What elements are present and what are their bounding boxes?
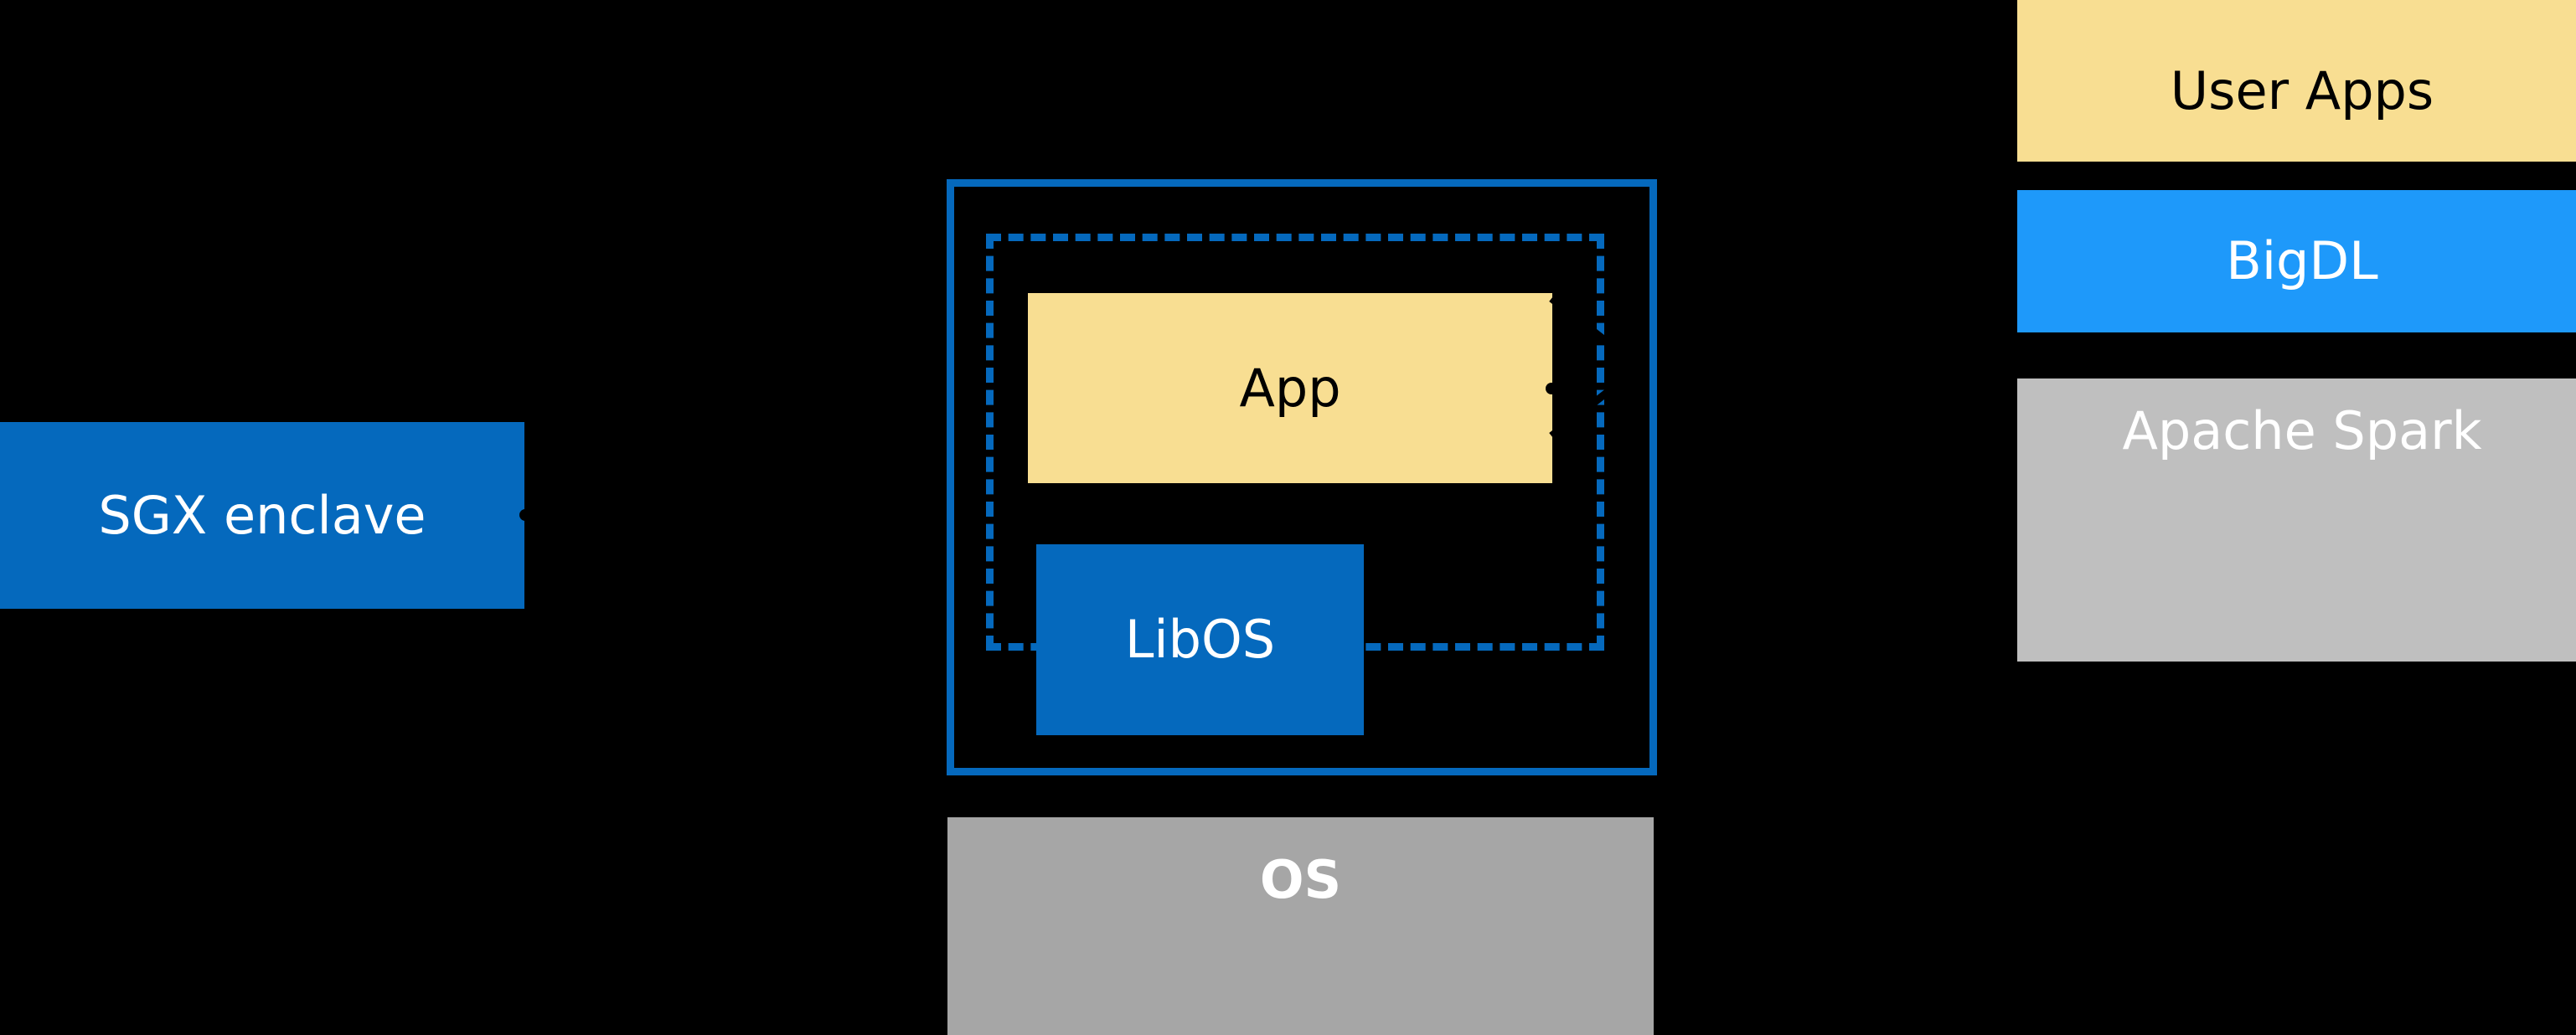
app-box[interactable]: App: [1028, 293, 1552, 483]
os-box[interactable]: OS: [947, 817, 1654, 1035]
libos-box[interactable]: LibOS: [1036, 544, 1364, 735]
user-apps-box[interactable]: User Apps: [2017, 0, 2576, 162]
bigdl-label: BigDL: [2226, 230, 2378, 292]
user-apps-label: User Apps: [2170, 59, 2434, 121]
sgx-enclave-connector-dot: [519, 509, 531, 521]
app-connector-dot: [1546, 383, 1557, 394]
bigdl-box[interactable]: BigDL: [2017, 190, 2576, 332]
os-label: OS: [1259, 849, 1342, 910]
apache-spark-label: Apache Spark: [2122, 400, 2482, 461]
enclave-outer-frame: [947, 179, 1657, 775]
libos-label: LibOS: [1124, 609, 1276, 671]
sgx-enclave-label: SGX enclave: [98, 484, 426, 546]
apache-spark-box[interactable]: Apache Spark: [2017, 378, 2576, 662]
sgx-enclave-box[interactable]: SGX enclave: [0, 422, 524, 609]
app-label: App: [1239, 357, 1341, 419]
